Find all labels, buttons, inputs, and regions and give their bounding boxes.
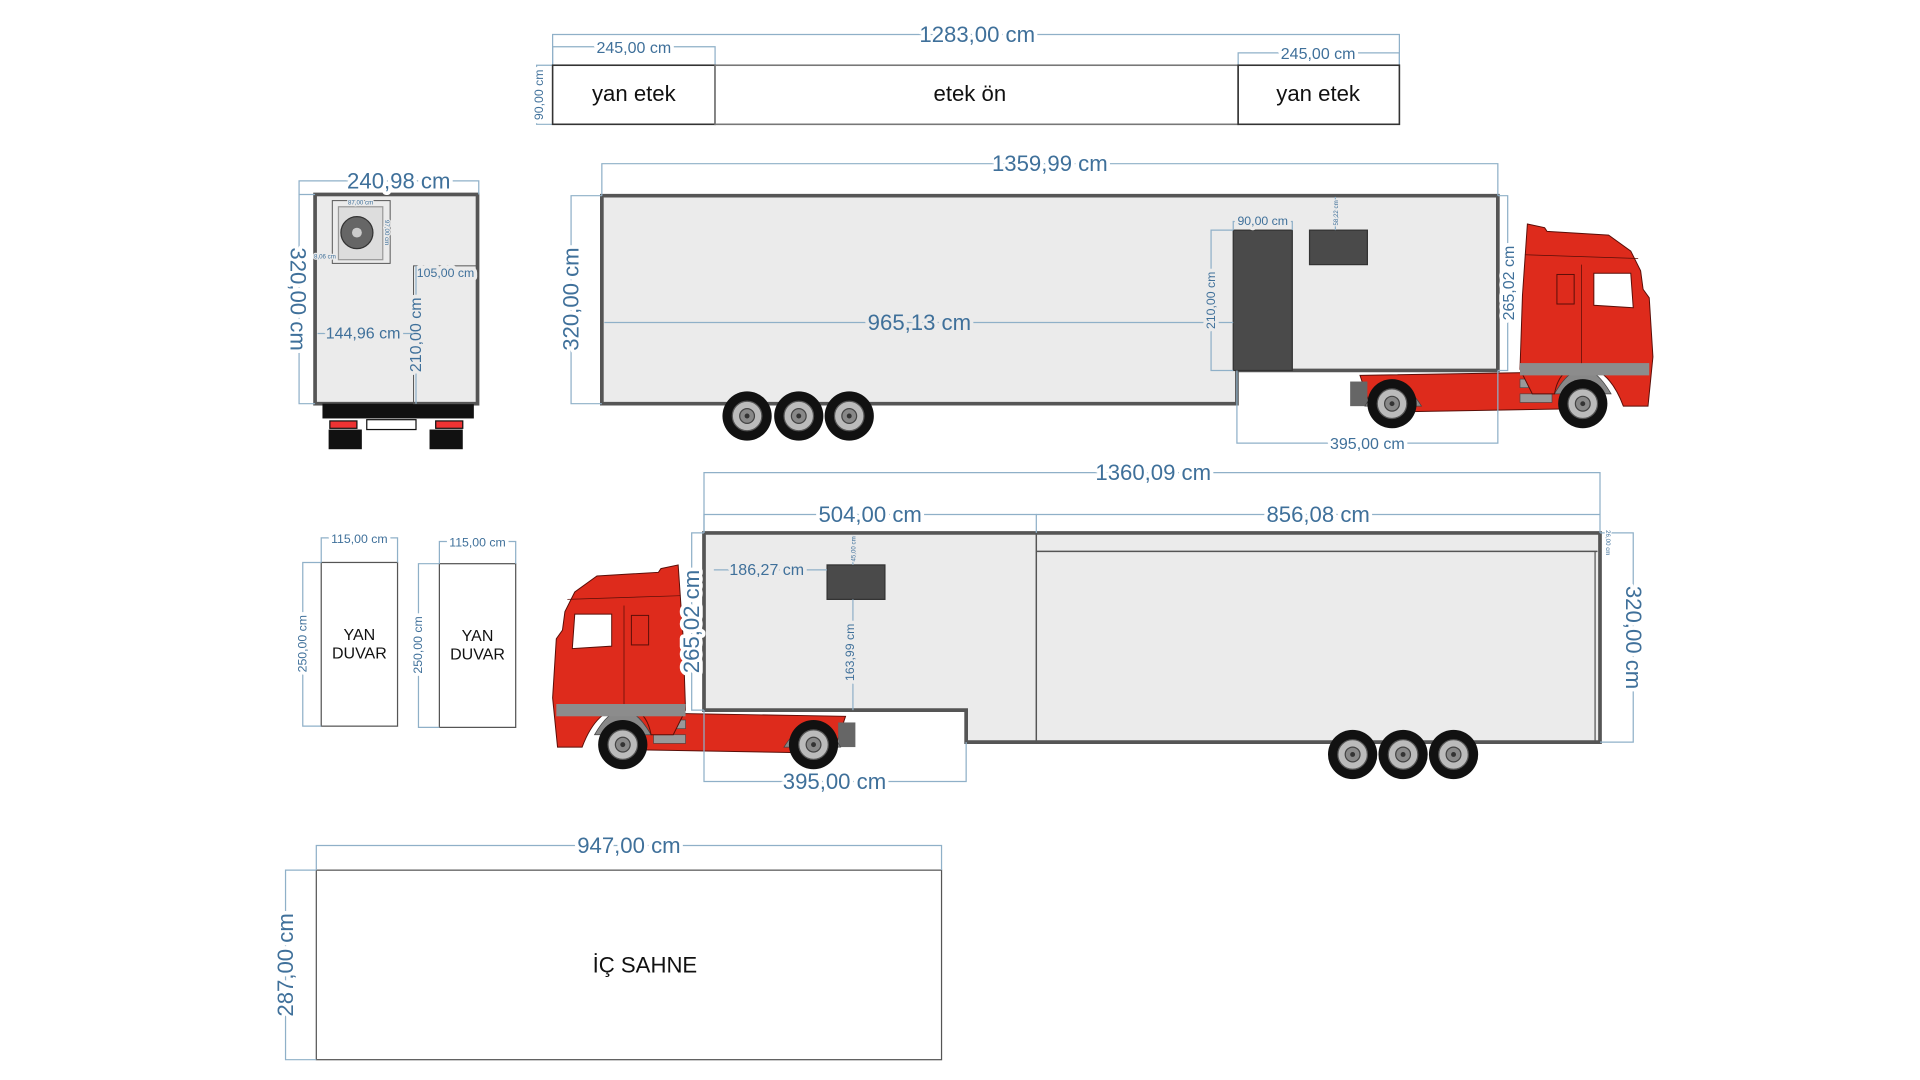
door-offset: 144,96 cm [326, 325, 401, 342]
ac-width: 87,00 cm [348, 199, 373, 206]
side-door [1232, 229, 1293, 372]
stage-height: 287,00 cm [273, 913, 298, 1016]
right-door-height: 210,00 cm [1204, 272, 1218, 329]
side-wall-2-label-2: DUVAR [450, 647, 505, 664]
side-wall-2-width: 115,00 cm [449, 535, 506, 549]
side-wall-1-label-2: DUVAR [332, 645, 387, 662]
right-window-top: 58,22 cm [1333, 200, 1340, 225]
side-wall-1-width: 115,00 cm [331, 532, 388, 546]
left-window-offset: 186,27 cm [729, 562, 804, 579]
skirt-left-label: yan etek [592, 81, 677, 106]
skirt-height: 90,00 cm [532, 69, 546, 120]
left-height: 320,00 cm [1621, 586, 1646, 689]
ac-unit-icon [331, 200, 391, 264]
side-wall-1 [320, 561, 399, 727]
left-rear-section: 856,08 cm [1266, 502, 1369, 527]
left-window [826, 564, 886, 600]
skirt-left-panel [551, 64, 716, 126]
ac-height: 97,00 cm [383, 220, 390, 245]
right-gooseneck-length: 395,00 cm [1330, 436, 1405, 453]
left-length: 1360,09 cm [1095, 460, 1211, 485]
side-window [1308, 229, 1368, 266]
skirt-layout: 1283,00 cm 245,00 cm 245,00 cm 90,00 cm … [528, 18, 1401, 126]
side-view-right: 1359,99 cm 320,00 cm 965,13 cm 90,00 cm … [555, 147, 1652, 457]
rear-height: 320,00 cm [285, 247, 310, 350]
rear-width: 240,98 cm [347, 168, 450, 193]
left-window-bottom: 163,99 cm [843, 624, 857, 681]
skirt-right-width: 245,00 cm [1281, 46, 1356, 63]
left-window-top: 45,00 cm [850, 536, 857, 561]
skirt-right-label: yan etek [1276, 81, 1361, 106]
side-wall-1-height: 250,00 cm [295, 615, 309, 672]
skirt-front-panel [714, 64, 1239, 126]
right-height: 320,00 cm [558, 247, 583, 350]
right-door-width: 90,00 cm [1237, 214, 1288, 228]
side-wall-2-height: 250,00 cm [411, 616, 425, 673]
left-roof-offset: 26,00 cm [1604, 530, 1611, 555]
right-front-height: 265,02 cm [1501, 246, 1518, 321]
stage-width: 947,00 cm [577, 833, 680, 858]
skirt-total-dimension: 1283,00 cm [919, 22, 1035, 47]
left-front-height: 265,02 cm [679, 570, 704, 673]
rear-view: 87,00 cm 97,00 cm 8,06 cm 240,98 cm 320,… [282, 165, 480, 450]
stage-panel [315, 869, 943, 1061]
side-view-left: 1360,09 cm 504,00 cm 856,08 cm 265,02 cm… [553, 456, 1650, 798]
left-front-section: 504,00 cm [818, 502, 921, 527]
door-height: 210,00 cm [408, 297, 425, 372]
side-wall-1-label-1: YAN [344, 627, 376, 644]
skirt-left-width: 245,00 cm [596, 40, 671, 57]
side-walls: 115,00 cm 250,00 cm YAN DUVAR 115,00 cm … [292, 528, 517, 728]
rear-door [413, 265, 479, 405]
side-wall-2 [438, 563, 517, 728]
ac-offset: 8,06 cm [314, 253, 336, 260]
skirt-right-panel [1237, 64, 1401, 126]
side-wall-2-label-1: YAN [462, 628, 494, 645]
left-gooseneck-length: 395,00 cm [783, 769, 886, 794]
stage-label: İÇ SAHNE [593, 952, 698, 977]
right-door-offset: 965,13 cm [868, 310, 971, 335]
stage-layout: 947,00 cm 287,00 cm İÇ SAHNE [269, 829, 943, 1061]
right-length: 1359,99 cm [992, 151, 1108, 176]
skirt-center-label: etek ön [934, 81, 1007, 106]
door-width: 105,00 cm [417, 266, 474, 280]
